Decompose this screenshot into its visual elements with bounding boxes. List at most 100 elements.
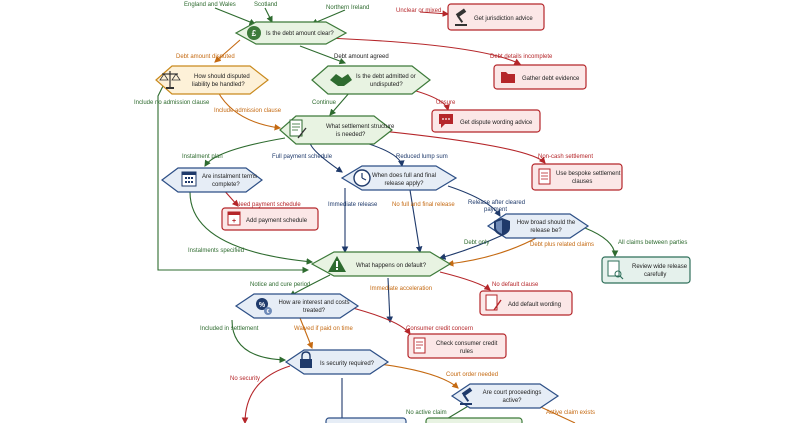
label-notice-cure: Notice and cure period bbox=[250, 282, 310, 288]
shield-icon bbox=[494, 218, 510, 236]
label-details-incomplete: Debt details incomplete bbox=[490, 54, 553, 60]
node-jurisdiction-advice: Get jurisdiction advice bbox=[447, 3, 545, 31]
label-release-after-1: Release after cleared bbox=[468, 200, 525, 206]
edge-continue bbox=[329, 91, 351, 116]
calendar-add-icon: + bbox=[227, 211, 241, 226]
document-icon bbox=[413, 337, 426, 354]
edge-included bbox=[231, 319, 287, 364]
edge-consumer bbox=[344, 305, 411, 335]
node-default: What happens on default? bbox=[310, 251, 452, 277]
edge-unclear bbox=[419, 10, 450, 17]
gavel-icon bbox=[455, 8, 467, 26]
folder-icon bbox=[501, 72, 515, 83]
edge-agreed bbox=[299, 45, 347, 65]
edge-england bbox=[214, 7, 257, 26]
node-security-text: Is security required? bbox=[320, 361, 375, 367]
warning-icon bbox=[328, 256, 346, 272]
svg-text:€: € bbox=[267, 309, 270, 315]
node-consumer-text-2: rules bbox=[460, 349, 473, 355]
node-debt-admitted: Is the debt admitted or undisputed? bbox=[311, 65, 431, 95]
node-wording-advice: Get dispute wording advice bbox=[431, 109, 541, 133]
node-review-text-1: Review wide release bbox=[632, 264, 688, 270]
label-debt-only: Debt only bbox=[464, 240, 489, 246]
label-included-settlement: Included in settlement bbox=[200, 326, 259, 332]
edge-waived bbox=[299, 317, 314, 350]
node-court-text-1: Are court proceedings bbox=[483, 390, 542, 396]
document-edit-icon bbox=[289, 119, 307, 139]
label-instalment-plan: Instalment plan bbox=[182, 154, 223, 160]
label-no-full-final: No full and final release bbox=[392, 202, 455, 208]
edge-labels: England and Wales Scotland Northern Irel… bbox=[134, 2, 687, 416]
node-payment-schedule: + Add payment schedule bbox=[221, 207, 319, 231]
document-search-icon bbox=[607, 260, 624, 280]
node-disputed-liability: How should disputed liability be handled… bbox=[155, 65, 269, 95]
node-breadth-text-2: release be? bbox=[530, 228, 562, 234]
label-debt-agreed: Debt amount agreed bbox=[334, 54, 389, 60]
speech-bubble-icon bbox=[439, 114, 453, 128]
node-release-text-1: When does full and final bbox=[372, 173, 436, 179]
edge-no-admission bbox=[157, 81, 310, 274]
node-bespoke-text-2: clauses bbox=[572, 179, 592, 185]
node-interest-text-1: How are interest and costs bbox=[278, 300, 349, 306]
label-immediate-release: Immediate release bbox=[328, 202, 378, 208]
label-england-wales: England and Wales bbox=[184, 2, 236, 8]
edge-no-full-final bbox=[409, 189, 423, 254]
node-partial-bottom bbox=[325, 417, 523, 428]
node-debt-clear-text: Is the debt amount clear? bbox=[266, 31, 334, 37]
label-no-security: No security bbox=[230, 376, 260, 382]
node-court-text-2: active? bbox=[502, 398, 522, 404]
node-release-apply: When does full and final release apply? bbox=[340, 165, 458, 191]
node-security: Is security required? bbox=[284, 349, 390, 375]
node-evidence-text: Gather debt evidence bbox=[522, 76, 580, 82]
node-admitted-text-2: undisputed? bbox=[370, 82, 403, 88]
label-immediate-accel: Immediate acceleration bbox=[370, 286, 432, 292]
node-schedule-text: Add payment schedule bbox=[246, 218, 308, 224]
edge-debt-related bbox=[446, 235, 541, 267]
edge-incomplete bbox=[324, 37, 521, 65]
checklist-icon bbox=[538, 168, 551, 185]
svg-text:%: % bbox=[259, 302, 266, 309]
label-consumer-concern: Consumer credit concern bbox=[406, 326, 473, 332]
label-debt-disputed: Debt amount disputed bbox=[176, 54, 235, 60]
edge-no-default bbox=[439, 271, 491, 291]
node-instalment-text-1: Are instalment terms bbox=[202, 174, 257, 180]
label-non-cash: Non-cash settlement bbox=[538, 154, 593, 160]
label-waived: Waived if paid on time bbox=[294, 326, 353, 332]
node-default-wording-text: Add default wording bbox=[508, 302, 561, 308]
calendar-icon bbox=[181, 171, 197, 187]
handshake-icon bbox=[330, 74, 352, 86]
node-consumer-credit: Check consumer credit rules bbox=[407, 333, 507, 359]
node-instalment-text-2: complete? bbox=[212, 182, 240, 188]
edge-no-security bbox=[241, 365, 291, 425]
node-wording-text: Get dispute wording advice bbox=[460, 120, 533, 126]
node-court-proceedings: Are court proceedings active? bbox=[450, 383, 560, 409]
label-no-active: No active claim bbox=[406, 410, 447, 416]
edge-non-cash bbox=[371, 129, 546, 164]
svg-text:£: £ bbox=[252, 29, 257, 38]
clock-icon bbox=[353, 169, 371, 187]
edge-instalments-specified bbox=[189, 191, 314, 265]
node-release-breadth: How broad should the release be? bbox=[486, 213, 590, 239]
label-no-default: No default clause bbox=[492, 282, 539, 288]
percent-coin-icon: % € bbox=[256, 298, 272, 315]
label-active-exists: Active claim exists bbox=[546, 410, 595, 416]
label-reduced-lump: Reduced lump sum bbox=[396, 154, 448, 160]
node-release-text-2: release apply? bbox=[384, 181, 424, 187]
document-edit-icon bbox=[485, 294, 502, 311]
node-structure-text-2: is needed? bbox=[336, 132, 366, 138]
edge-acceleration bbox=[386, 277, 394, 324]
edge-admission bbox=[217, 91, 282, 131]
node-breadth-text-1: How broad should the bbox=[517, 220, 576, 226]
label-full-payment: Full payment schedule bbox=[272, 154, 333, 160]
label-need-schedule: Need payment schedule bbox=[236, 202, 301, 208]
node-admitted-text-1: Is the debt admitted or bbox=[356, 74, 416, 80]
svg-text:+: + bbox=[232, 218, 236, 225]
edges bbox=[157, 7, 619, 425]
label-include-no-admission: Include no admission clause bbox=[134, 100, 210, 106]
node-review-release: Review wide release carefully bbox=[601, 256, 691, 284]
node-consumer-text-1: Check consumer credit bbox=[436, 341, 498, 347]
label-include-admission: Include admission clause bbox=[214, 108, 282, 114]
scales-icon bbox=[159, 71, 181, 89]
edge-scotland bbox=[264, 7, 273, 23]
